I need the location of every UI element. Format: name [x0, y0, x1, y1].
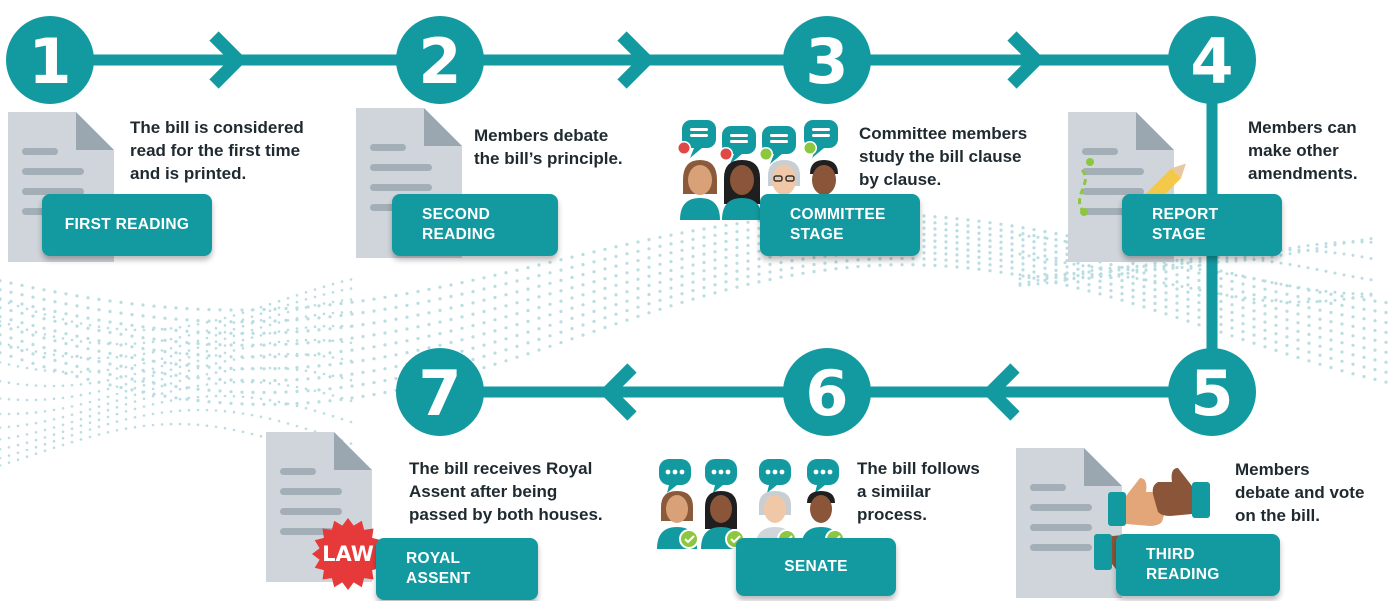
arrow-right-icon [1007, 31, 1046, 89]
senators-icon [657, 459, 845, 549]
arrow-right-icon [209, 31, 248, 89]
person-icon [680, 160, 720, 220]
speech-bubble-icon [759, 126, 796, 164]
thumbs-up-icon [1152, 468, 1210, 518]
stage-7-marker: 7 [396, 348, 484, 436]
stage-3-label: COMMITTEE STAGE [760, 194, 920, 256]
stage-1-label: FIRST READING [42, 194, 212, 256]
flow-arrows [209, 31, 1046, 421]
speech-bubble-icon [705, 459, 737, 493]
speech-bubble-icon [807, 459, 839, 493]
svg-text:4: 4 [1190, 25, 1233, 98]
stage-4-label: REPORT STAGE [1122, 194, 1282, 256]
speech-bubble-icon [677, 120, 716, 158]
stage-6-marker: 6 [783, 348, 871, 436]
law-seal-icon: LAW [266, 432, 384, 590]
svg-text:7: 7 [418, 357, 461, 430]
stage-6-label: SENATE [736, 538, 896, 596]
stage-5-marker: 5 [1168, 348, 1256, 436]
stage-1-marker: 1 [6, 16, 94, 104]
arrow-right-icon [617, 31, 656, 89]
speech-bubble-icon [759, 459, 791, 493]
arrow-left-icon [981, 363, 1020, 421]
svg-text:1: 1 [28, 25, 71, 98]
stage-2-label: SECOND READING [392, 194, 558, 256]
stage-4-marker: 4 [1168, 16, 1256, 104]
arrow-left-icon [598, 363, 637, 421]
svg-text:3: 3 [805, 25, 848, 98]
stage-7-description: The bill receives Royal Assent after bei… [409, 459, 603, 524]
stage-3-marker: 3 [783, 16, 871, 104]
stage-3-description: Committee members study the bill clause … [859, 124, 1028, 189]
person-icon [701, 491, 745, 549]
process-flow-lines [50, 54, 1218, 398]
speech-bubble-icon [659, 459, 691, 493]
svg-text:6: 6 [805, 357, 848, 430]
stage-2-description: Members debate the bill’s principle. [474, 126, 623, 168]
stage-7-label: ROYAL ASSENT [376, 538, 538, 600]
stage-5-description: Members debate and vote on the bill. [1235, 460, 1365, 525]
person-icon [722, 160, 762, 220]
stage-5-label: THIRD READING [1116, 534, 1280, 596]
speech-bubble-icon [719, 126, 756, 164]
person-icon [657, 491, 699, 549]
speech-bubble-icon [803, 120, 838, 158]
thumbs-up-icon [1108, 478, 1168, 526]
stage-6-description: The bill follows a simiilar process. [857, 459, 980, 524]
svg-text:5: 5 [1190, 357, 1233, 430]
stage-2-marker: 2 [396, 16, 484, 104]
stage-1-description: The bill is considered read for the firs… [130, 118, 304, 183]
seal-badge: LAW [312, 518, 384, 590]
svg-text:2: 2 [418, 25, 461, 98]
stage-4-description: Members can make other amendments. [1248, 118, 1358, 183]
seal-label: LAW [322, 542, 374, 566]
